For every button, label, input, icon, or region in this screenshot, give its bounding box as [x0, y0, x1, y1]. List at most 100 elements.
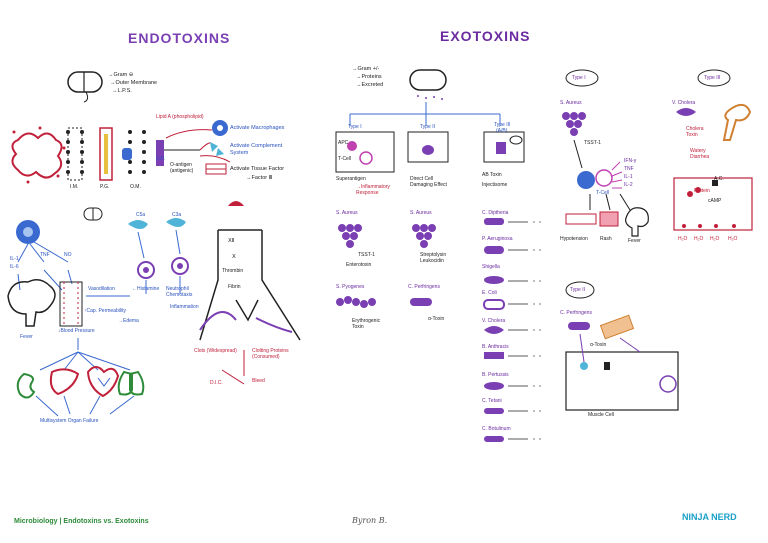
il1-label: IL-1	[10, 256, 19, 262]
activate-macrophages: Activate Macrophages	[230, 125, 285, 131]
ab-toxin-label: AB Toxin	[482, 172, 502, 178]
macrophage-icon	[212, 120, 228, 136]
organism-3: E. Coli	[482, 290, 497, 296]
type1-oval	[565, 69, 599, 87]
gram-pos-neg-bacterium-icon	[409, 69, 447, 100]
type3-oval	[697, 69, 731, 87]
factor-xii-label: Ⅻ	[228, 238, 235, 244]
organism-list-icons	[483, 218, 505, 442]
panel-a-fever: Fever	[628, 238, 641, 244]
lps-dots-icon	[12, 126, 66, 184]
clots-label: Clots (Widespread)	[194, 348, 237, 354]
c3a-label: C3a	[172, 212, 182, 218]
multisystem-organ-failure: Multisystem Organ Failure	[40, 418, 99, 424]
bacterium-small-icon	[83, 207, 103, 221]
endotoxins-title: ENDOTOXINS	[128, 30, 231, 46]
cp-label: C.P.	[156, 156, 166, 162]
c-perfringens-label: C. Perfringens	[408, 284, 440, 290]
endo-outer-membrane: →Outer Membrane	[110, 80, 158, 86]
layer-om: O.M.	[130, 184, 141, 190]
coagulation-vessel-icon	[199, 229, 301, 341]
direct-damage-label: Direct Cell Damaging Effect	[410, 176, 447, 188]
muscle-cell-receptor-icon	[580, 362, 588, 370]
panel-b-h2o-1: H₂O	[694, 236, 704, 242]
exotoxins-title: EXOTOXINS	[440, 28, 531, 44]
panel-b-organism: V. Cholera	[672, 100, 696, 106]
panel-b-h2o-3: H₂O	[728, 236, 738, 242]
panel-c-type-label: Type II	[570, 287, 586, 293]
exo-type3-sub: (A/B)	[496, 128, 508, 134]
panel-c-organism: C. Perfringens	[560, 310, 592, 316]
macrophage-cell-icon	[16, 220, 40, 244]
panel-a-brain-icon	[625, 207, 649, 237]
apc-cell-icon	[347, 141, 373, 165]
tcell-label: T-Cell	[338, 156, 352, 162]
organism-1: P. Aeruginosa	[482, 236, 513, 242]
type2-oval	[565, 281, 595, 299]
vessel-hypotension-icon	[565, 213, 597, 225]
brain-icon	[7, 279, 56, 327]
blood-vessel-icon	[59, 281, 83, 327]
enterotoxin-label: Enterotoxin	[346, 262, 372, 268]
dic-label: D.I.C.	[210, 380, 223, 386]
organism-0: C. Diptheria	[482, 210, 509, 216]
author-signature: Byron B.	[352, 516, 388, 525]
direct-damage-icon	[422, 145, 434, 155]
alpha-toxin-label: α-Toxin	[428, 316, 445, 322]
organism-5: B. Anthracis	[482, 344, 509, 350]
thrombin-label: Thrombin	[222, 268, 244, 274]
peptidoglycan-icon	[99, 127, 113, 181]
rash-icon	[599, 211, 619, 227]
blood-pressure-label: ↓Blood Pressure	[58, 328, 95, 334]
neutrophil-icon	[171, 257, 189, 275]
panel-b-h2o-0: H₂O	[678, 236, 688, 242]
panel-a-s-aureus-icon	[562, 112, 586, 136]
clotting-proteins-label: Clotting Proteins (Consumed)	[252, 348, 289, 360]
bleed-label: Bleed	[252, 378, 265, 384]
panel-c-toxin: α-Toxin	[590, 342, 607, 348]
panel-b-cholera-toxin: Cholera Toxin	[686, 126, 704, 138]
c3a-icon	[166, 218, 186, 227]
lps-bacterium-icon	[11, 132, 63, 179]
outer-membrane-icon	[122, 130, 200, 174]
type1-box	[335, 131, 395, 173]
layer-pg: P.G.	[100, 184, 110, 190]
endo-lps: →L.P.S.	[112, 88, 132, 94]
c-perfringens-rod-icon	[410, 298, 432, 306]
heart-icon	[86, 366, 120, 398]
complement-icon	[210, 142, 224, 156]
exo-type3-label: Type III	[494, 122, 511, 128]
enterocyte-box	[673, 177, 753, 231]
liver-icon	[49, 368, 80, 396]
inflammatory-response-label: →Inflammatory Response	[356, 184, 390, 196]
organism-8: C. Botulinum	[482, 426, 511, 432]
type3-box	[483, 131, 525, 163]
factor-iii: →Factor Ⅲ	[246, 175, 273, 181]
superantigen-label: Superantigen	[336, 176, 366, 182]
muscle-cell-box	[565, 351, 679, 411]
organism-4: V. Cholera	[482, 318, 506, 324]
il6-label: IL-6	[10, 264, 19, 270]
activate-complement: Activate Complement System	[230, 143, 283, 156]
panel-a-organism: S. Aureus	[560, 100, 582, 106]
v-cholera-icon	[676, 108, 696, 116]
fibrin-label: Fibrin	[228, 284, 241, 290]
panel-b-ac: A.C.	[714, 176, 724, 182]
tnf-label: TNF	[40, 252, 50, 258]
lipid-a-label: Lipid A (phospholipid)	[156, 114, 204, 120]
panel-a-hypotension: Hypotension	[560, 236, 588, 242]
ion-channel-icons	[687, 180, 718, 197]
panel-c-rod-icon	[568, 322, 590, 330]
muscle-fibers-icon	[599, 314, 635, 340]
layer-im: I.M.	[70, 184, 79, 190]
panel-a-cytokine-1: TNF	[624, 166, 634, 172]
s-aureus-cluster-2-icon	[412, 224, 436, 248]
inner-membrane-icon	[66, 127, 84, 181]
edema-label: →Edema	[118, 318, 139, 324]
exo-proteins: →Proteins	[356, 74, 382, 80]
panel-a-tcell-icon	[577, 169, 613, 189]
panel-b-h2o-2: H₂O	[710, 236, 720, 242]
cap-permeability-label: ↑Cap. Permeability	[84, 308, 126, 314]
panel-c-muscle: Muscle Cell	[588, 412, 614, 418]
